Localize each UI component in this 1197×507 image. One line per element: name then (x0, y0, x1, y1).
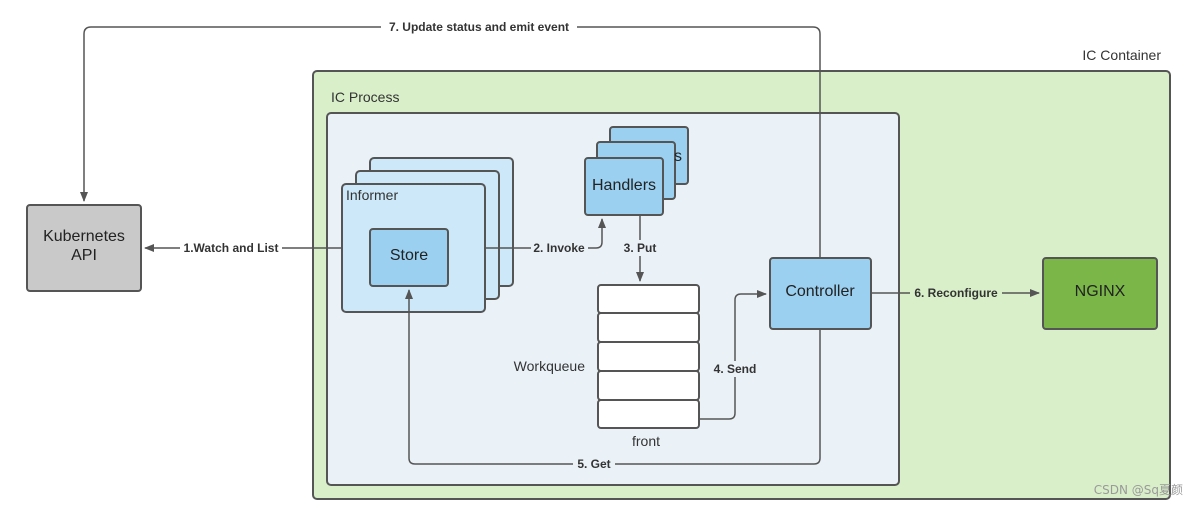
edge-invoke (485, 218, 606, 249)
workqueue-slot (597, 341, 700, 372)
edge-label-invoke: 2. Invoke (533, 241, 585, 255)
handlers-back-label: s (674, 148, 682, 165)
ic-container-label: IC Container (1082, 47, 1161, 63)
nginx-label: NGINX (1075, 283, 1126, 300)
edge-label-put: 3. Put (624, 241, 657, 255)
workqueue-slot (597, 370, 700, 401)
edge-label-bg (710, 361, 760, 377)
handlers-box (584, 157, 664, 216)
edge-send (699, 290, 767, 420)
edge-label-get: 5. Get (577, 457, 610, 471)
kubernetes-api-box (26, 204, 142, 292)
workqueue-slot (597, 312, 700, 343)
edge-label-bg (180, 240, 282, 256)
edge-label-bg (573, 456, 615, 472)
edge-label-bg (381, 19, 577, 35)
informer-label: Informer (346, 187, 398, 203)
edge-label-bg (531, 240, 588, 256)
store-label: Store (390, 247, 428, 264)
watermark: CSDN @Sq夏颜 (1094, 482, 1183, 497)
workqueue-slot (597, 399, 700, 429)
workqueue-slot (597, 284, 700, 314)
edge-label-reconfigure: 6. Reconfigure (914, 286, 998, 300)
edge-label-send: 4. Send (714, 362, 757, 376)
edge-label-watch-list: 1.Watch and List (184, 241, 279, 255)
edge-label-bg (620, 240, 660, 256)
store-box (369, 228, 449, 287)
ic-process-label: IC Process (331, 89, 399, 105)
nginx-box (1042, 257, 1158, 330)
controller-label: Controller (785, 283, 855, 300)
edge-label-update-status: 7. Update status and emit event (389, 20, 569, 34)
handlers-label: Handlers (592, 177, 656, 194)
kubernetes-api-label-1: Kubernetes (43, 228, 125, 245)
front-label: front (632, 433, 660, 449)
edge-label-bg (910, 285, 1002, 301)
kubernetes-api-label-2: API (71, 247, 97, 264)
workqueue (597, 284, 700, 429)
workqueue-label: Workqueue (514, 358, 586, 374)
